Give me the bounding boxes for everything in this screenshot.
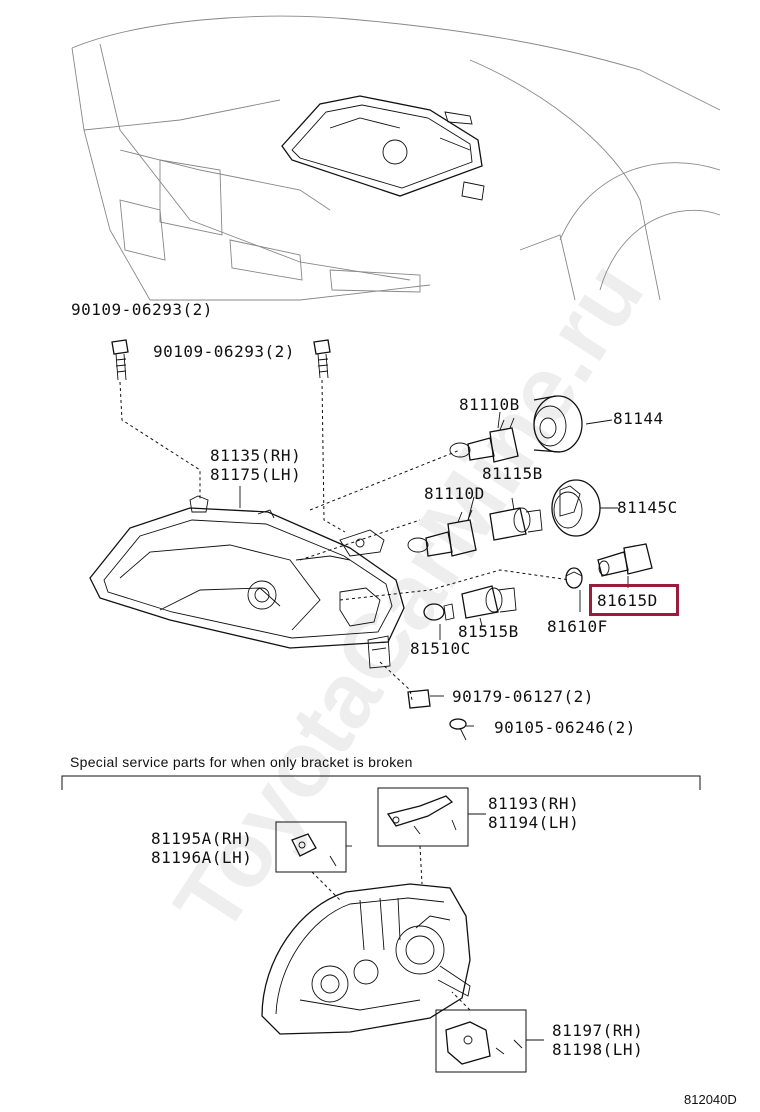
leader-81144 xyxy=(585,419,613,425)
bolt-upper-left-illustration xyxy=(111,339,129,381)
leader-81197-box xyxy=(451,991,471,1011)
service-parts-note: Special service parts for when only brac… xyxy=(70,754,413,770)
label-90105-06246[interactable]: 90105-06246(2) xyxy=(494,718,636,737)
leader-81110b-label xyxy=(497,411,501,429)
cap-81144-illustration xyxy=(533,395,583,453)
bulb-81510c-illustration xyxy=(423,603,455,621)
label-81110b[interactable]: 81110B xyxy=(459,395,520,414)
label-81145c[interactable]: 81145C xyxy=(617,498,678,517)
label-81515b[interactable]: 81515B xyxy=(458,622,519,641)
label-81193-rh[interactable]: 81193(RH) xyxy=(488,794,580,813)
headlamp-assembly-illustration xyxy=(89,495,405,669)
label-81115b[interactable]: 81115B xyxy=(482,464,543,483)
bracket-81197-illustration xyxy=(445,1021,523,1065)
bulb-81110b-illustration xyxy=(449,417,519,463)
bracket-81195a-illustration xyxy=(291,833,337,867)
leader-81610f xyxy=(339,569,571,601)
label-90109-06293-right[interactable]: 90109-06293(2) xyxy=(153,342,295,361)
box-81195a xyxy=(275,821,347,873)
socket-81615d-illustration xyxy=(597,543,653,577)
leader-81110b xyxy=(309,449,461,511)
leader-81193-box xyxy=(419,845,423,885)
label-81198-lh[interactable]: 81198(LH) xyxy=(552,1040,644,1059)
label-90179-06127[interactable]: 90179-06127(2) xyxy=(452,687,594,706)
label-81194-lh[interactable]: 81194(LH) xyxy=(488,813,580,832)
label-81175-lh[interactable]: 81175(LH) xyxy=(210,465,302,484)
nut-illustration xyxy=(407,689,444,709)
figure-number: 812040D xyxy=(684,1092,737,1107)
leader-81110d-label xyxy=(467,496,475,521)
label-90109-06293-left[interactable]: 90109-06293(2) xyxy=(71,300,213,319)
service-parts-bracket xyxy=(61,775,701,790)
label-81197-rh[interactable]: 81197(RH) xyxy=(552,1021,644,1040)
bracket-81193-illustration xyxy=(386,795,457,835)
box-81197 xyxy=(435,1009,527,1073)
screw-illustration xyxy=(449,718,474,741)
label-81135-rh[interactable]: 81135(RH) xyxy=(210,446,302,465)
label-81196a-lh[interactable]: 81196A(LH) xyxy=(151,848,253,867)
box-81193 xyxy=(377,787,469,847)
socket-81515b-illustration xyxy=(461,585,517,619)
headlamp-rear-housing-illustration xyxy=(261,883,471,1035)
label-81144[interactable]: 81144 xyxy=(613,409,664,428)
cap-81145c-illustration xyxy=(551,479,601,537)
bolt-upper-right-illustration xyxy=(313,339,331,379)
socket-81115b-illustration xyxy=(489,507,543,541)
label-81195a-rh[interactable]: 81195A(RH) xyxy=(151,829,253,848)
leader-bolt-right xyxy=(321,379,346,533)
bulb-81110d-illustration xyxy=(407,509,477,557)
leader-81110d xyxy=(299,519,421,561)
label-81615d[interactable]: 81615D xyxy=(597,591,658,610)
label-81110d[interactable]: 81110D xyxy=(424,484,485,503)
label-81510c[interactable]: 81510C xyxy=(410,639,471,658)
leader-bolt-left xyxy=(119,381,201,500)
label-81610f[interactable]: 81610F xyxy=(547,617,608,636)
leader-81515b xyxy=(479,617,483,627)
bulb-81610f-illustration xyxy=(565,567,583,589)
leader-81115b xyxy=(511,497,515,511)
highlight-81615d xyxy=(589,584,679,616)
leader-nut xyxy=(379,661,413,701)
car-front-illustration xyxy=(71,15,721,301)
